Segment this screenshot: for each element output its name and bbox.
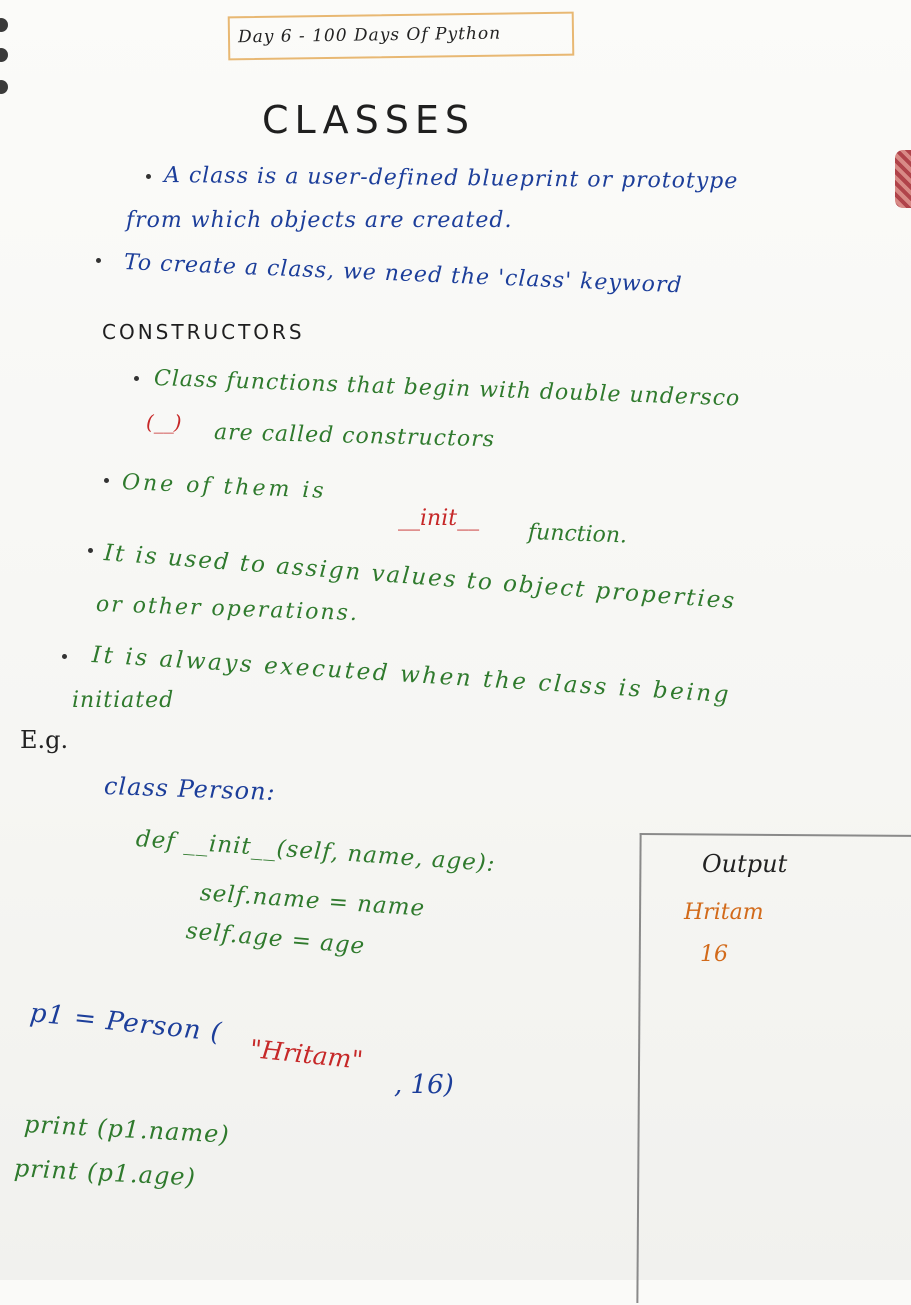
code-self-name: self.name = name xyxy=(199,880,426,922)
classes-bullet-2: To create a class, we need the 'class' k… xyxy=(123,250,683,299)
page-title: Day 6 - 100 Days Of Python xyxy=(237,23,502,48)
constructors-note-3a: One of them is xyxy=(121,470,328,504)
constructors-note-7: initiated xyxy=(72,688,175,713)
bullet-dot xyxy=(62,654,67,659)
classes-bullet-1: A class is a user-defined blueprint or p… xyxy=(163,162,739,195)
constructors-note-1: Class functions that begin with double u… xyxy=(153,366,741,412)
init-keyword: __init__ xyxy=(398,506,480,531)
code-def-line: def __init__(self, name, age): xyxy=(135,826,497,878)
code-print-name: print (p1.name) xyxy=(23,1110,231,1149)
constructors-note-6: It is always executed when the class is … xyxy=(91,642,732,709)
bullet-dot xyxy=(88,548,93,553)
output-line-age: 16 xyxy=(700,942,728,967)
output-label: Output xyxy=(702,850,788,878)
bullet-dot xyxy=(146,174,151,179)
code-p1-prefix: p1 = Person ( xyxy=(28,998,224,1049)
bullet-dot xyxy=(104,478,109,483)
code-p1-suffix: , 16) xyxy=(394,1070,454,1100)
bullet-dot xyxy=(96,258,101,263)
code-class-line: class Person: xyxy=(103,772,277,806)
constructors-note-3b: function. xyxy=(527,520,628,549)
output-box xyxy=(636,832,911,1305)
code-p1-string: "Hritam" xyxy=(248,1034,365,1075)
constructors-note-2: are called constructors xyxy=(213,420,496,453)
constructors-heading: CONSTRUCTORS xyxy=(102,320,305,344)
example-label: E.g. xyxy=(20,726,69,754)
code-self-age: self.age = age xyxy=(184,918,367,960)
dunder-symbol: (__) xyxy=(146,410,182,434)
classes-bullet-1-cont: from which objects are created. xyxy=(126,208,513,233)
bullet-dot xyxy=(134,376,139,381)
corner-decoration xyxy=(895,150,911,208)
output-line-name: Hritam xyxy=(684,900,764,925)
classes-heading: CLASSES xyxy=(262,98,475,142)
binding-ring xyxy=(0,18,8,32)
binding-ring xyxy=(0,48,8,62)
title-box: Day 6 - 100 Days Of Python xyxy=(227,11,575,61)
binding-ring xyxy=(0,80,8,94)
code-print-age: print (p1.age) xyxy=(13,1154,197,1192)
constructors-note-5: or other operations. xyxy=(95,592,360,627)
